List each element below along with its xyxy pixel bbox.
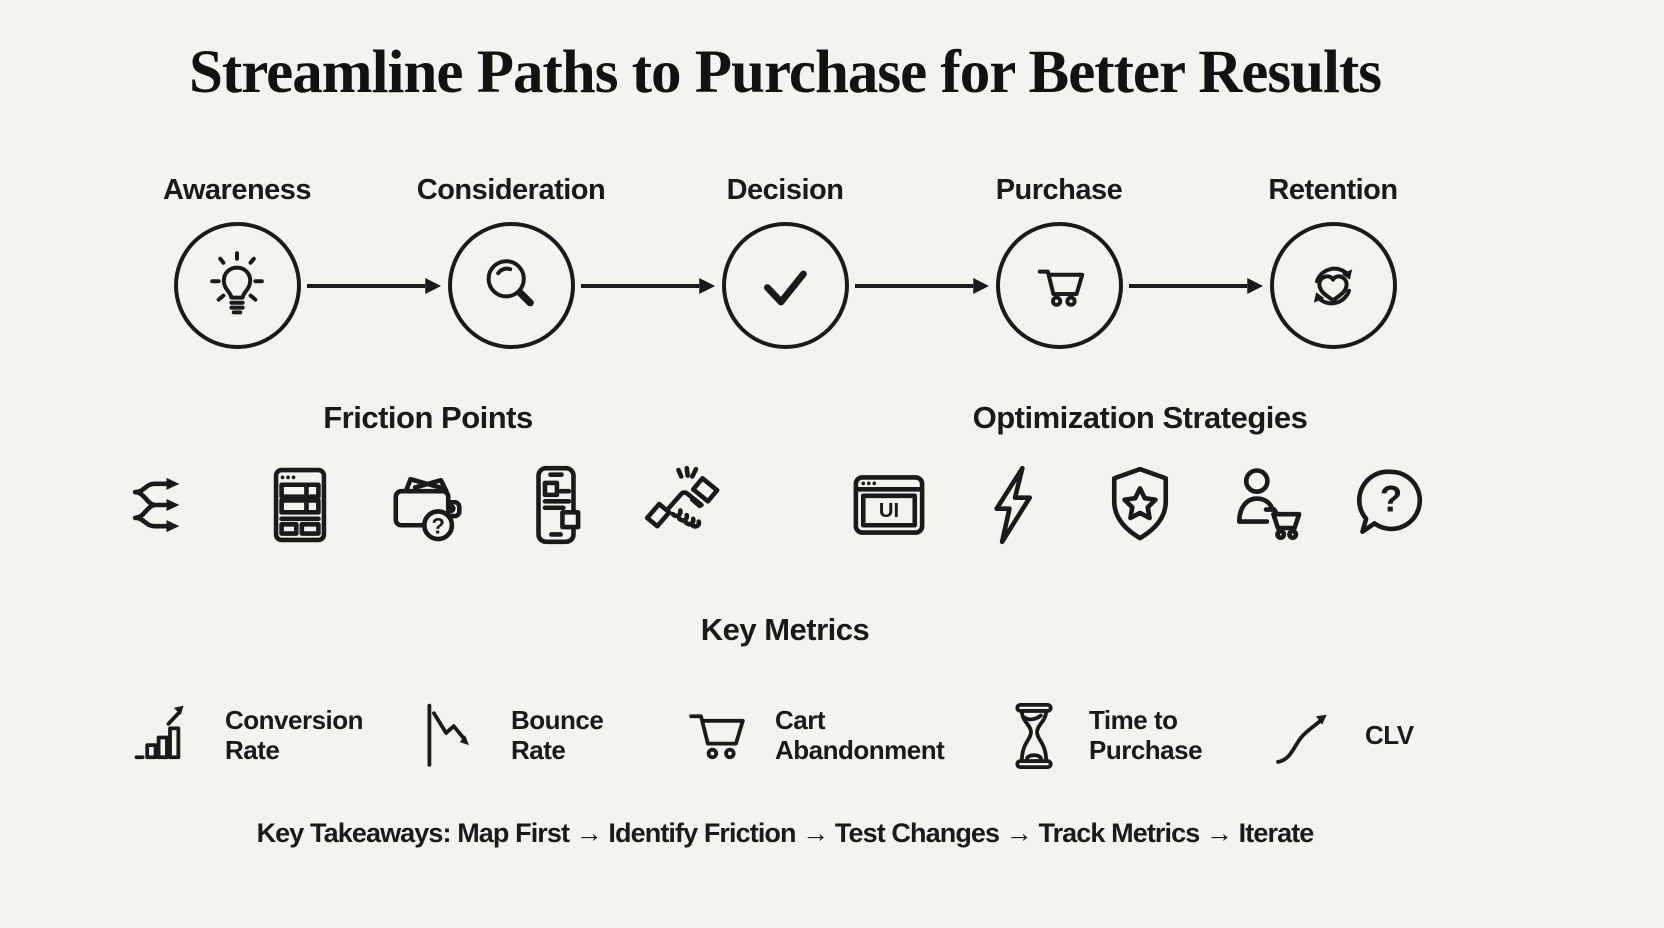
optimization-icon-row: UI [843, 456, 1437, 554]
key-takeaways: Key Takeaways: Map First → Identify Fric… [256, 818, 1315, 848]
cart-icon [689, 714, 745, 760]
metric-label: Bounce Rate [511, 705, 604, 765]
metrics-heading: Key Metrics [700, 612, 870, 647]
content-area: Streamline Paths to Purchase for Better … [0, 39, 1570, 848]
hourglass-icon [1015, 702, 1053, 770]
branching-arrows-icon [132, 477, 180, 533]
stage-purchase: Purchase [965, 176, 1153, 349]
ui-window-icon: UI [853, 475, 925, 535]
page-title: Streamline Paths to Purchase for Better … [188, 39, 1382, 106]
friction-heading: Friction Points [323, 400, 533, 435]
handshake-icon [644, 465, 720, 529]
metric-conversion-rate: Conversion Rate [132, 698, 364, 774]
stage-label: Purchase [995, 174, 1123, 206]
lightning-bolt-icon [993, 465, 1032, 545]
metric-clv: CLV [1272, 698, 1414, 774]
mobile-phone-icon [536, 465, 581, 545]
stage-awareness: Awareness [143, 176, 331, 349]
flow-arrow [1127, 275, 1265, 297]
question-bubble-icon: ? [1356, 469, 1423, 534]
shopping-cart-icon [1037, 269, 1085, 307]
friction-section: Friction Points [126, 400, 730, 554]
journey-flow: Awareness Consideration [0, 176, 1570, 349]
flow-arrow [853, 275, 991, 297]
stage-label: Decision [726, 174, 844, 206]
bar-chart-up-icon [134, 705, 184, 760]
declining-line-icon [427, 703, 469, 767]
metric-label: CLV [1365, 720, 1414, 751]
stage-circle [173, 222, 301, 349]
optimization-heading: Optimization Strategies [972, 400, 1308, 435]
flow-arrow [579, 275, 717, 297]
metric-label: Time to Purchase [1089, 705, 1203, 765]
stage-circle [447, 222, 575, 349]
shield-star-icon [1111, 466, 1169, 541]
question-glyph: ? [431, 514, 445, 539]
stage-label: Awareness [162, 174, 312, 206]
heart-loop-icon [1313, 266, 1353, 305]
stage-label: Consideration [416, 174, 606, 206]
metric-label: Conversion Rate [225, 705, 364, 765]
flow-arrow [305, 275, 443, 297]
metric-cart-abandonment: Cart Abandonment [682, 698, 945, 774]
form-window-icon [273, 467, 327, 543]
magnifying-glass-icon [486, 258, 534, 306]
metric-bounce-rate: Bounce Rate [418, 698, 604, 774]
metric-time-to-purchase: Time to Purchase [996, 698, 1203, 774]
stage-label: Retention [1268, 174, 1398, 206]
checkmark-icon [764, 270, 807, 305]
stage-decision: Decision [691, 176, 879, 349]
friction-icon-row: ? [126, 456, 730, 554]
stage-circle [1269, 222, 1397, 349]
question-glyph: ? [1380, 478, 1402, 519]
lightbulb-icon [210, 250, 264, 314]
ui-label: UI [879, 500, 899, 522]
stage-retention: Retention [1239, 176, 1427, 349]
optimization-section: Optimization Strategies UI [843, 400, 1437, 554]
stage-circle [995, 222, 1123, 349]
growth-curve-icon [1276, 714, 1327, 764]
wallet-question-icon: ? [393, 476, 462, 542]
stage-circle [721, 222, 849, 349]
user-cart-icon [1236, 468, 1301, 540]
stage-consideration: Consideration [416, 174, 606, 349]
metric-label: Cart Abandonment [775, 705, 945, 765]
